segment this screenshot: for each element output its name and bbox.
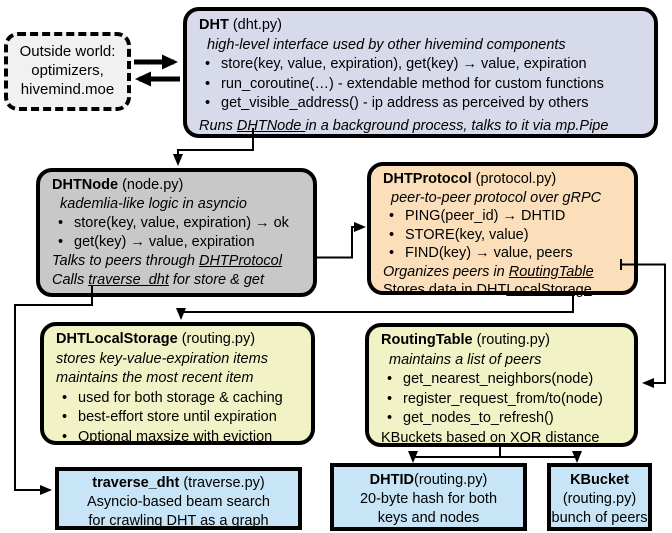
dhtprotocol-bullet-text: FIND(key) → value, peers [405, 245, 573, 261]
dht-class-name: DHT [199, 17, 229, 33]
dhtprotocol-bullet-text: STORE(key, value) [405, 226, 529, 243]
dhtnode-bullet: store(key, value, expiration) → ok [52, 214, 313, 233]
dhtnode-bullet-text: get(key) → value, expiration [74, 234, 255, 250]
dht-footer-pre: Runs [199, 117, 237, 134]
routingtable-title: RoutingTable (routing.py) [381, 331, 634, 351]
localstorage-reference: LocalStorage [506, 282, 592, 298]
dhtnode-reference: DHTNode [236, 117, 306, 134]
kbucket-file-name: (routing.py) [562, 491, 637, 507]
talks-pre: Talks to peers through [52, 253, 199, 269]
dht-footer-post: in a background process, talks to it via… [305, 117, 609, 134]
routingtable-class-name: RoutingTable [381, 332, 473, 348]
dht-bullet-text: run_coroutine(…) - extendable method for… [221, 75, 604, 92]
routingtable-bullet: get_nodes_to_refresh() [381, 409, 634, 429]
dhtprotocol-bullet: STORE(key, value) [383, 226, 634, 245]
dhtprotocol-class-name: DHTProtocol [383, 171, 472, 187]
dhtid-description: keys and nodes [377, 510, 480, 526]
dhtprotocol-bullet: FIND(key) → value, peers [383, 244, 634, 263]
routingtable-reference: RoutingTable [508, 263, 594, 280]
dhtprotocol-file-name: (protocol.py) [471, 171, 557, 187]
routingtable-subtitle: maintains a list of peers [389, 351, 542, 368]
traverse-dht-reference: traverse_dht [88, 272, 169, 288]
outside-world-line: optimizers, [31, 62, 104, 79]
dht-bullet: store(key, value, expiration), get(key) … [199, 55, 654, 75]
kbucket-box: KBucket (routing.py) bunch of peers [547, 463, 652, 531]
organizes-pre: Organizes peers in [383, 263, 509, 280]
dhtprotocol-bullet: PING(peer_id) → DHTID [383, 207, 634, 226]
routingtable-bullet: get_nearest_neighbors(node) [381, 370, 634, 390]
traverse-dht-box: traverse_dht (traverse.py) Asyncio-based… [55, 467, 302, 530]
dhtnode-file-name: (node.py) [118, 177, 184, 193]
dhtnode-subtitle: kademlia-like logic in asyncio [60, 196, 247, 212]
dhtid-class-name: DHTID [369, 472, 414, 488]
dhtlocalstorage-bullet: best-effort store until expiration [56, 408, 311, 428]
calls-post: for store & get [168, 272, 264, 288]
routingtable-bullet: register_request_from/to(node) [381, 390, 634, 410]
calls-pre: Calls [52, 272, 89, 288]
dhtlocalstorage-bullet-text: best-effort store until expiration [78, 409, 277, 425]
outside-world-line: Outside world: [19, 43, 116, 60]
dht-footer-note: Runs DHTNode in a background process, ta… [199, 117, 654, 137]
dhtprotocol-reference: DHTProtocol [198, 253, 282, 269]
stores-pre: Stores data in DHT [383, 282, 507, 298]
dhtlocalstorage-bullet-text: used for both storage & caching [78, 389, 283, 406]
dhtlocalstorage-box: DHTLocalStorage (routing.py) stores key-… [40, 322, 315, 445]
dhtnode-class-name: DHTNode [52, 177, 119, 193]
dht-bullet-text: store(key, value, expiration), get(key) … [221, 56, 587, 72]
dht-file-name: (dht.py) [228, 17, 282, 33]
dhtlocalstorage-bullet: Optional maxsize with eviction [56, 428, 311, 448]
dht-box: DHT (dht.py) high-level interface used b… [183, 7, 658, 138]
dhtlocalstorage-bullet: used for both storage & caching [56, 389, 311, 409]
dhtid-box: DHTID(routing.py) 20-byte hash for both … [330, 463, 527, 531]
traverse-dht-function-name: traverse_dht [92, 475, 180, 491]
routingtable-bullet-text: get_nearest_neighbors(node) [403, 371, 594, 387]
dhtlocalstorage-bullet-text: Optional maxsize with eviction [78, 428, 273, 445]
dhtlocalstorage-subtitle: stores key-value-expiration items [56, 350, 268, 367]
dhtprotocol-subtitle: peer-to-peer protocol over gRPC [391, 189, 602, 206]
traverse-dht-file-name: (traverse.py) [179, 475, 265, 491]
dht-bullet: get_visible_address() - ip address as pe… [199, 94, 654, 114]
dhtnode-calls-note: Calls traverse_dht for store & get [52, 271, 313, 290]
dhtid-title: DHTID(routing.py) [334, 471, 523, 490]
routingtable-file-name: (routing.py) [472, 332, 550, 348]
traverse-dht-title: traverse_dht (traverse.py) [59, 474, 298, 493]
dht-title: DHT (dht.py) [199, 16, 654, 36]
dhtlocalstorage-title: DHTLocalStorage (routing.py) [56, 330, 311, 350]
traverse-dht-description: Asyncio-based beam search [87, 494, 270, 510]
kbucket-description: bunch of peers [551, 510, 648, 526]
dhtnode-title: DHTNode (node.py) [52, 176, 313, 195]
routingtable-box: RoutingTable (routing.py) maintains a li… [365, 323, 638, 447]
routingtable-footer-note: KBuckets based on XOR distance [381, 429, 600, 446]
kbucket-class-name: KBucket [570, 472, 629, 488]
dht-bullet-text: get_visible_address() - ip address as pe… [221, 95, 589, 111]
dhtnode-talks-note: Talks to peers through DHTProtocol [52, 252, 313, 271]
dht-bullet: run_coroutine(…) - extendable method for… [199, 75, 654, 95]
kbucket-title: KBucket [551, 471, 648, 490]
dhtlocalstorage-file-name: (routing.py) [177, 331, 256, 347]
outside-world-box: Outside world: optimizers, hivemind.moe [4, 32, 131, 111]
dhtlocalstorage-class-name: DHTLocalStorage [56, 331, 178, 347]
dhtprotocol-bullet-text: PING(peer_id) → DHTID [405, 208, 566, 224]
dhtnode-bullet-text: store(key, value, expiration) → ok [74, 215, 289, 231]
outside-world-line: hivemind.moe [20, 81, 115, 98]
dhtnode-box: DHTNode (node.py) kademlia-like logic in… [36, 168, 317, 297]
dhtnode-bullet: get(key) → value, expiration [52, 233, 313, 252]
dhtlocalstorage-subtitle: maintains the most recent item [56, 370, 254, 386]
dhtid-description: 20-byte hash for both [359, 491, 498, 507]
dhtprotocol-organizes-note: Organizes peers in RoutingTable [383, 263, 634, 282]
dhtprotocol-title: DHTProtocol (protocol.py) [383, 170, 634, 189]
dht-subtitle: high-level interface used by other hivem… [207, 36, 566, 53]
arrow-dhtnode-to-dhtprotocol [316, 222, 366, 259]
dhtprotocol-box: DHTProtocol (protocol.py) peer-to-peer p… [367, 162, 638, 298]
routingtable-bullet-text: get_nodes_to_refresh() [403, 410, 554, 426]
dhtprotocol-stores-note: Stores data in DHTLocalStorage [383, 281, 634, 300]
routingtable-bullet-text: register_request_from/to(node) [403, 390, 603, 407]
traverse-dht-description: for crawling DHT as a graph [88, 513, 269, 529]
dhtid-file-name: (routing.py) [413, 472, 488, 488]
